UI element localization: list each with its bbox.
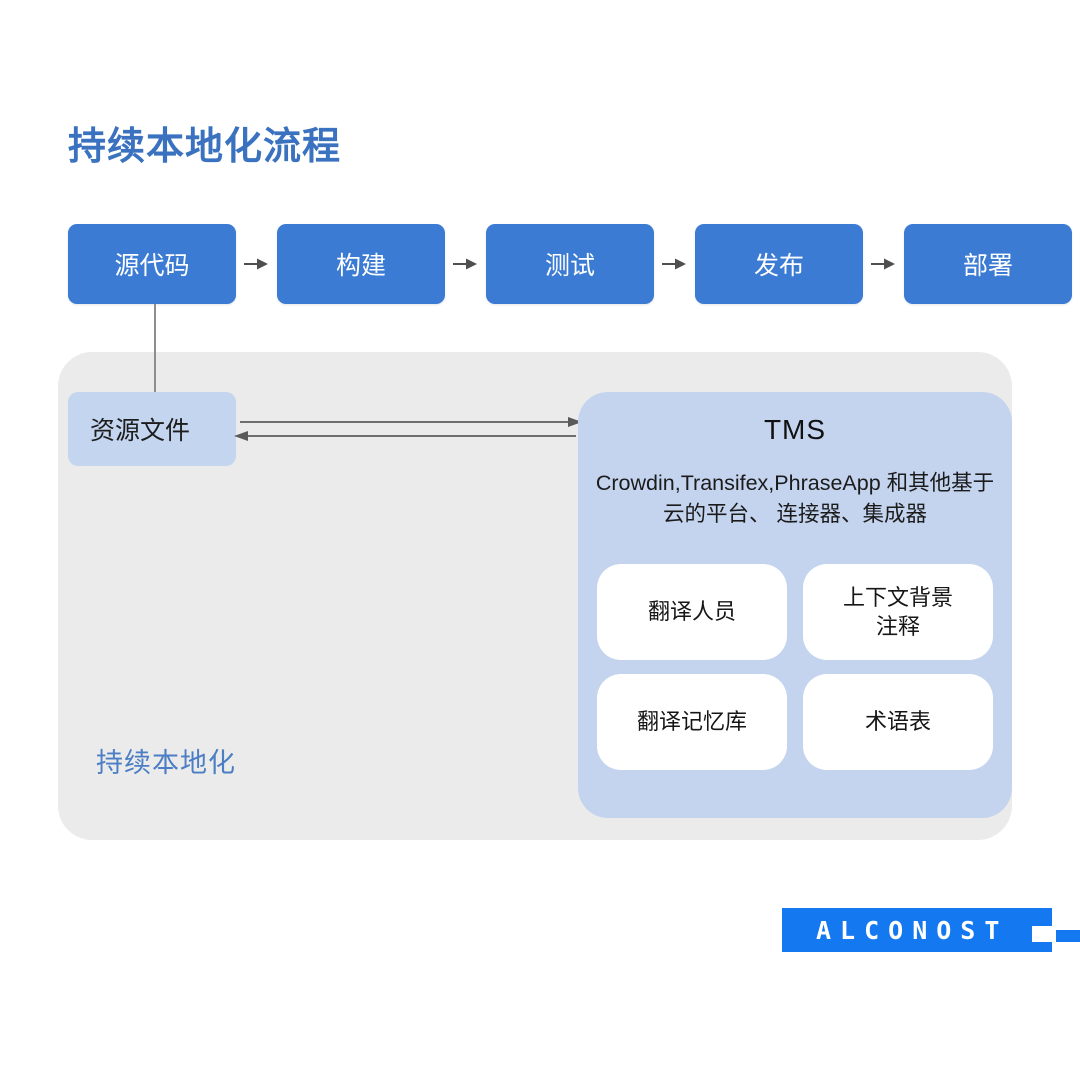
arrow-right-icon (244, 258, 268, 270)
tms-panel: TMS Crowdin,Transifex,PhraseApp 和其他基于云的平… (578, 392, 1012, 818)
tms-card-glossary[interactable]: 术语表 (803, 674, 993, 770)
pipeline-step-label: 部署 (962, 252, 1013, 280)
logo-shape-icon (782, 908, 1080, 952)
tms-description: Crowdin,Transifex,PhraseApp 和其他基于云的平台、 连… (595, 471, 995, 526)
logo-text: ALCONOST (816, 915, 1009, 945)
pipeline-step-label: 发布 (753, 252, 804, 280)
resource-file-box[interactable]: 资源文件 (68, 392, 236, 466)
source-to-resource-connector (154, 304, 156, 428)
arrow-right-icon (453, 258, 477, 270)
tms-card-context-notes[interactable]: 上下文背景 注释 (803, 564, 993, 660)
tms-card-label: 术语表 (864, 709, 931, 735)
bidirectional-arrow-icon (234, 417, 582, 441)
pipeline-step-release[interactable]: 发布 (695, 224, 863, 304)
tms-title: TMS (763, 414, 827, 445)
page-title: 持续本地化流程 (68, 126, 342, 168)
tms-card-label: 翻译记忆库 (636, 709, 747, 735)
arrow-right-icon (871, 258, 895, 270)
arrow-right-icon (662, 258, 686, 270)
tms-card-grid: 翻译人员 上下文背景 注释 翻译记忆库 术语表 (590, 564, 1000, 770)
pipeline-row: 源代码 构建 测试 发布 部署 (68, 224, 1072, 304)
tms-card-label: 上下文背景 注释 (842, 584, 953, 639)
pipeline-step-build[interactable]: 构建 (277, 224, 445, 304)
continuous-localization-label: 持续本地化 (96, 748, 236, 778)
pipeline-step-source-code[interactable]: 源代码 (68, 224, 236, 304)
tms-card-label: 翻译人员 (647, 599, 736, 625)
resource-file-label: 资源文件 (90, 417, 191, 445)
pipeline-step-deploy[interactable]: 部署 (904, 224, 1072, 304)
pipeline-step-label: 测试 (544, 252, 595, 280)
alconost-logo: ALCONOST (782, 908, 1080, 960)
tms-card-translators[interactable]: 翻译人员 (597, 564, 787, 660)
tms-card-translation-memory[interactable]: 翻译记忆库 (597, 674, 787, 770)
pipeline-step-test[interactable]: 测试 (486, 224, 654, 304)
pipeline-step-label: 源代码 (114, 252, 190, 280)
pipeline-step-label: 构建 (335, 252, 386, 280)
